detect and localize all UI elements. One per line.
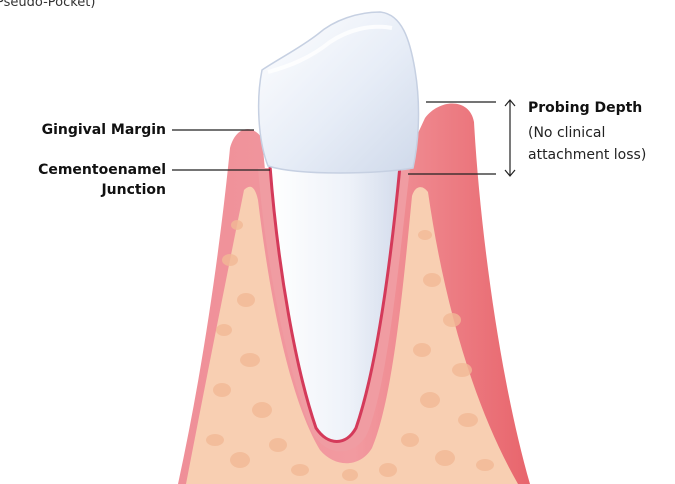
probing-note-line2: attachment loss) [528, 145, 646, 165]
probing-depth-arrow [505, 100, 515, 176]
cej-label-line1: Cementoenamel [6, 160, 166, 180]
caption-fragment: Pseudo-Pocket) [0, 0, 95, 13]
cej-label-line2: Junction [6, 180, 166, 200]
probing-depth-label: Probing Depth [528, 98, 642, 118]
gingival-margin-label: Gingival Margin [6, 120, 166, 140]
probing-note-line1: (No clinical [528, 123, 605, 143]
